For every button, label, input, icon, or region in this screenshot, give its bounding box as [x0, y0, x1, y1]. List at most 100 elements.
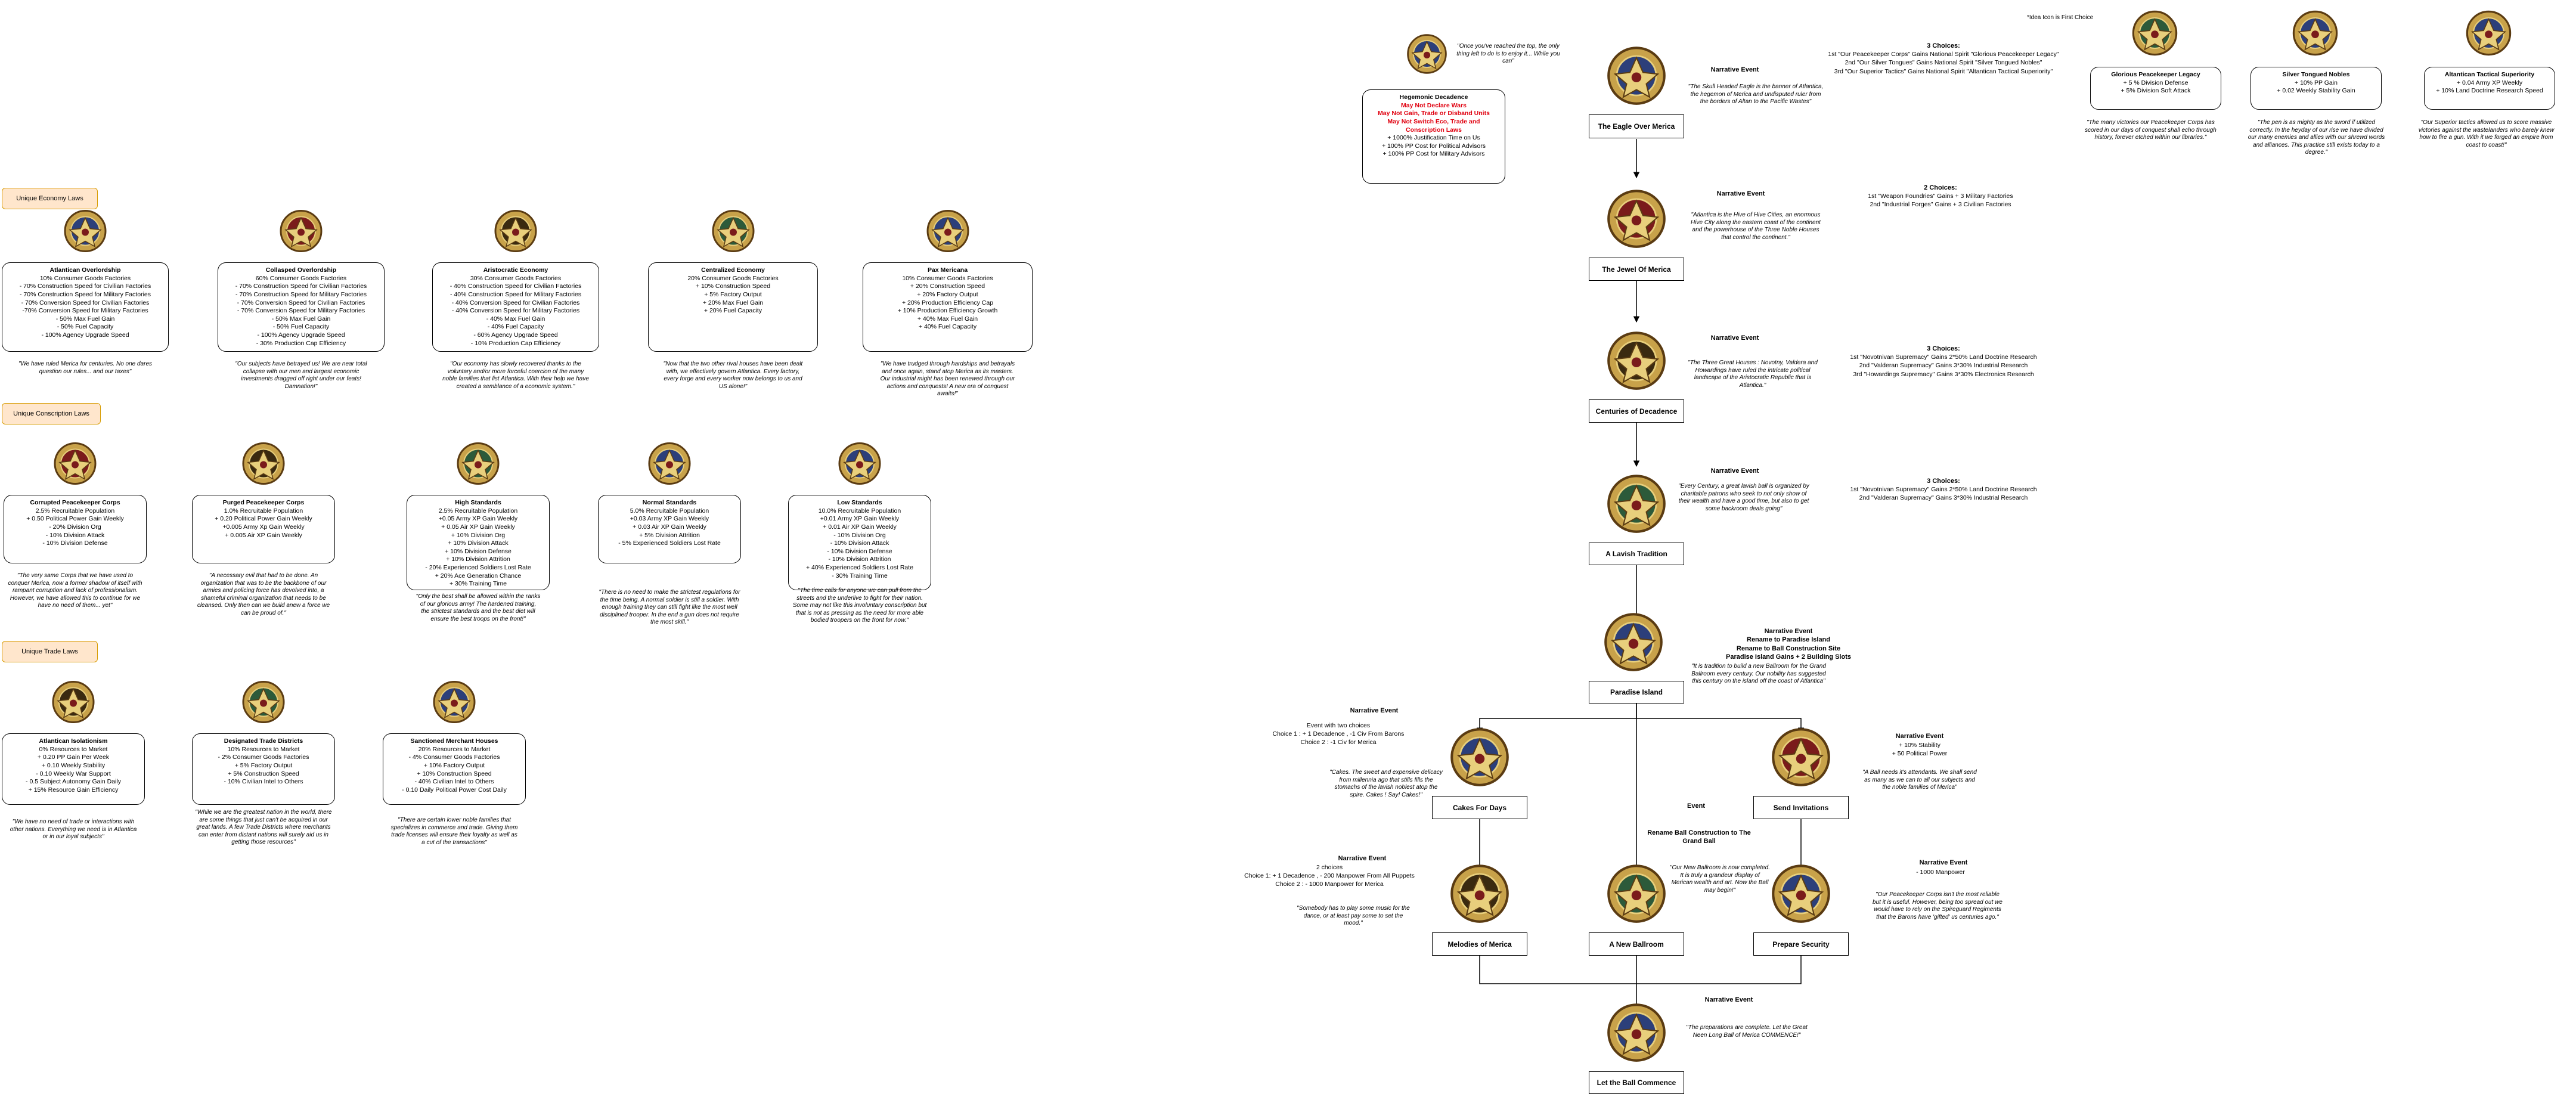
conscription-law-effect: 1.0% Recruitable Population [224, 507, 303, 515]
economy-law-effect: + 10% Production Efficiency Growth [897, 307, 998, 315]
event-node-jewel[interactable]: The Jewel Of Merica [1589, 258, 1684, 281]
eagle-choices-line: 3rd "Our Superior Tactics" Gains Nationa… [1834, 67, 2053, 75]
spirit-box: Glorious Peacekeeper Legacy+ 5 % Divisio… [2090, 67, 2221, 110]
economy-law-3-emblem-icon [709, 206, 757, 256]
centuries-choices-line: 3rd "Howardings Supremacy" Gains 3*30% E… [1853, 370, 2034, 378]
trade-law-effect: - 2% Consumer Goods Factories [218, 754, 309, 761]
lavish-choices-line: 2nd "Valderan Supremacy" Gains 3*30% Ind… [1859, 494, 2028, 502]
economy-law-effect: - 60% Agency Upgrade Speed [473, 331, 558, 339]
event-node-melodies[interactable]: Melodies of Merica [1432, 932, 1527, 956]
conscription-law-effect: +0.03 Army XP Gain Weekly [630, 515, 709, 523]
security-choices: - 1000 Manpower [1905, 868, 1976, 876]
trade-law-effect: + 10% Factory Output [423, 761, 485, 769]
melodies-choices-line: 2 choices [1316, 864, 1343, 871]
invitations-choices-line: + 10% Stability [1899, 742, 1940, 749]
trade-law-effect: - 4% Consumer Goods Factories [408, 754, 500, 761]
conscription-law-effect: + 0.005 Air XP Gain Weekly [225, 531, 302, 539]
spirit-1-emblem-icon [2290, 5, 2341, 61]
conscription-law-effect: - 5% Experienced Soldiers Lost Rate [618, 540, 721, 547]
economy-law-effect: + 10% Construction Speed [695, 283, 771, 290]
economy-law-title: Atlantican Overlordship [49, 266, 121, 274]
economy-law-effect: + 20% Factory Output [917, 290, 978, 298]
economy-law-effect: 20% Consumer Goods Factories [687, 274, 779, 282]
hegemonic-restriction-2: May Not Gain, Trade or Disband Units [1378, 110, 1490, 117]
economy-law-effect: 10% Consumer Goods Factories [39, 274, 131, 282]
event-eagle-picture-icon [1604, 40, 1669, 111]
economy-law-quote: "Our subjects have betrayed us! We are n… [235, 361, 367, 390]
event-node-eagle[interactable]: The Eagle Over Merica [1589, 114, 1684, 138]
event-jewel-picture-icon [1604, 183, 1669, 255]
event-security-picture-icon [1768, 858, 1834, 929]
event-cakes-picture-icon [1447, 721, 1512, 793]
conscription-law-effect: 2.5% Recruitable Population [35, 507, 115, 515]
event-node-security[interactable]: Prepare Security [1753, 932, 1849, 956]
conscription-law-4-emblem-icon [836, 438, 884, 489]
conscription-law-effect: + 10% Division Org [451, 531, 506, 539]
event-node-invitations[interactable]: Send Invitations [1753, 796, 1849, 819]
conscription-law-effect: +0.05 Army XP Gain Weekly [438, 515, 518, 523]
trade-law-title: Atlantican Isolationism [39, 737, 108, 745]
melodies-quote: "Somebody has to play some music for the… [1297, 905, 1410, 926]
conscription-law-1-emblem-icon [240, 438, 287, 489]
conscription-law-title: Normal Standards [642, 499, 697, 506]
melodies-choices-line: Choice 2 : - 1000 Manpower for Merica [1275, 881, 1384, 888]
trade-law-effect: - 0.10 Weekly War Support [36, 770, 111, 777]
conscription-law-quote: "Only the best shall be allowed within t… [416, 593, 541, 622]
economy-law-effect: - 40% Conversion Speed for Civilian Fact… [451, 299, 580, 306]
merge-line-bottom [1479, 956, 1802, 984]
conscription-law-effect: + 40% Experienced Soldiers Lost Rate [805, 564, 914, 572]
event-node-ballroom[interactable]: A New Ballroom [1589, 932, 1684, 956]
conscription-law-title: Corrupted Peacekeeper Corps [30, 499, 120, 506]
conscription-law-effect: + 30% Training Time [449, 580, 507, 588]
conscription-law-title: Purged Peacekeeper Corps [222, 499, 305, 506]
conscription-law-effect: - 10% Division Defense [42, 540, 108, 547]
invitations-event-label: Narrative Event [1895, 733, 1944, 740]
economy-law-effect: - 100% Agency Upgrade Speed [257, 331, 345, 339]
lavish-choices: 3 Choices:1st "Novotnivan Supremacy" Gai… [1818, 477, 2069, 503]
economy-law-effect: 60% Consumer Goods Factories [255, 274, 347, 282]
cakes-quote: "Cakes. The sweet and expensive delicacy… [1329, 769, 1443, 798]
conscription-law-title: Low Standards [837, 499, 882, 506]
security-choices-line: - 1000 Manpower [1916, 869, 1965, 876]
event-node-cakes[interactable]: Cakes For Days [1432, 796, 1527, 819]
event-node-letball[interactable]: Let the Ball Commence [1589, 1071, 1684, 1094]
invitations-quote: "A Ball needs it's attendants. We shall … [1862, 769, 1977, 791]
trade-law-quote: "There are certain lower noble families … [390, 817, 518, 846]
economy-law-effect: - 40% Construction Speed for Civilian Fa… [450, 283, 582, 290]
event-node-paradise[interactable]: Paradise Island [1589, 681, 1684, 703]
conscription-law-effect: + 20% Ace Generation Chance [435, 572, 522, 579]
conscription-law-effect: 5.0% Recruitable Population [630, 507, 709, 515]
economy-law-quote: "Our economy has slowly recovered thanks… [442, 361, 589, 390]
hegemonic-effect-2: + 100% PP Cost for Political Advisors [1381, 142, 1486, 150]
conscription-law-effect: + 10% Division Defense [445, 547, 512, 555]
spirit-effect: + 0.02 Weekly Stability Gain [2277, 87, 2355, 95]
event-node-lavish[interactable]: A Lavish Tradition [1589, 543, 1684, 565]
trade-law-quote: "We have no need of trade or interaction… [10, 819, 137, 840]
conscription-law-effect: 10.0% Recruitable Population [818, 507, 901, 515]
paradise-label-line: Paradise Island Gains + 2 Building Slots [1726, 653, 1851, 661]
economy-law-effect: - 70% Construction Speed for Civilian Fa… [235, 283, 367, 290]
paradise-label-line: Rename to Paradise Island [1747, 636, 1830, 644]
ballroom-quote: "Our New Ballroom is now completed. It i… [1669, 864, 1771, 894]
melodies-choices-line: Choice 1: + 1 Decadence , - 200 Manpower… [1244, 872, 1415, 880]
spirit-effect: + 10% Land Doctrine Research Speed [2436, 87, 2543, 95]
category-conscription-laws: Unique Conscription Laws [2, 403, 101, 424]
economy-law-effect: - 50% Fuel Capacity [57, 323, 114, 331]
spirit-quote: "The pen is as mighty as the sword if ut… [2248, 119, 2385, 156]
cakes-choices-line: Choice 2 : -1 Civ for Merica [1300, 739, 1377, 746]
economy-law-1-emblem-icon [277, 206, 325, 256]
conscription-law-quote: "The very same Corps that we have used t… [8, 572, 142, 609]
spirit-effect: + 5 % Division Defense [2123, 79, 2188, 86]
trade-law-0-emblem-icon [49, 677, 97, 727]
economy-law-effect: + 20% Construction Speed [910, 283, 985, 290]
economy-law-effect: + 20% Production Efficiency Cap [901, 299, 994, 306]
conscription-law-effect: +0.01 Army XP Gain Weekly [820, 515, 900, 523]
event-node-centuries[interactable]: Centuries of Decadence [1589, 399, 1684, 423]
